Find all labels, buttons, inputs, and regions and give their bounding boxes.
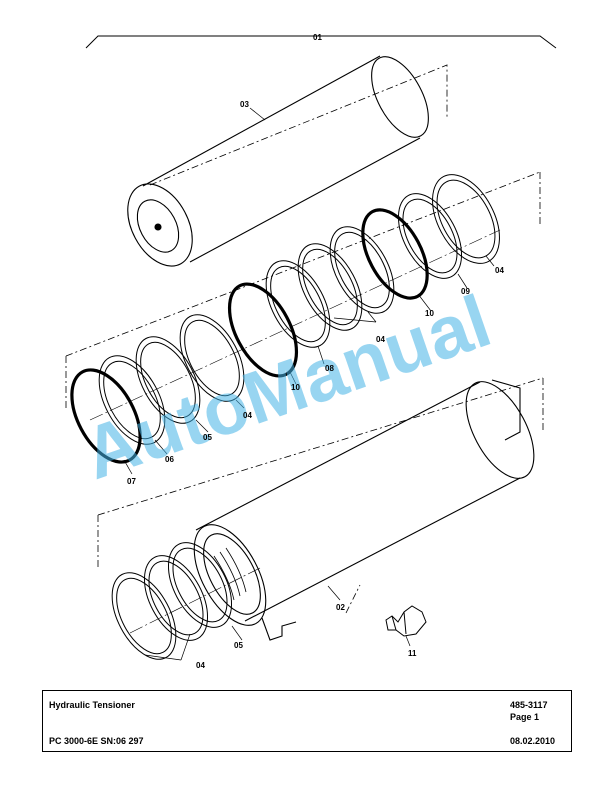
callout-11: 11 — [408, 649, 417, 658]
callout-05-upper: 05 — [203, 433, 212, 442]
callout-02: 02 — [336, 603, 345, 612]
callout-04-set: 04 — [376, 335, 385, 344]
callout-06: 06 — [165, 455, 174, 464]
callout-05-lower: 05 — [234, 641, 243, 650]
callout-04-middle: 04 — [243, 411, 252, 420]
cylinder-body — [193, 379, 535, 641]
assembly-bracket — [85, 35, 557, 49]
watermark-text: AutoManual — [73, 279, 500, 495]
callout-10-upper: 10 — [425, 309, 434, 318]
exploded-parts-drawing: AutoManual 01 03 04 09 10 04 08 10 04 05… — [65, 33, 557, 670]
callout-09: 09 — [461, 287, 470, 296]
callout-labels: 01 03 04 09 10 04 08 10 04 05 06 07 02 0… — [127, 33, 504, 670]
ring-stack-upper — [70, 174, 500, 464]
part-number: 485-3117 — [510, 700, 548, 710]
fitting-icon — [385, 605, 427, 637]
leader-lines — [123, 107, 495, 661]
callout-04-lower: 04 — [196, 661, 205, 670]
callout-08: 08 — [325, 364, 334, 373]
callout-07: 07 — [127, 477, 136, 486]
title-block: Hydraulic Tensioner 485-3117 Page 1 PC 3… — [42, 690, 572, 752]
ring-stack-lower — [111, 542, 233, 660]
model-serial: PC 3000-6E SN:06 297 — [49, 736, 144, 746]
page-number: Page 1 — [510, 712, 540, 722]
center-line-lower — [129, 567, 261, 634]
callout-03: 03 — [240, 100, 249, 109]
dashed-frames — [65, 64, 544, 614]
callout-10-lower: 10 — [291, 383, 300, 392]
document-date: 08.02.2010 — [510, 736, 556, 746]
callout-04-upper: 04 — [495, 266, 504, 275]
center-line-upper — [89, 229, 501, 421]
piston-rod — [127, 55, 429, 267]
callout-01: 01 — [313, 33, 322, 42]
document-title: Hydraulic Tensioner — [49, 700, 135, 710]
